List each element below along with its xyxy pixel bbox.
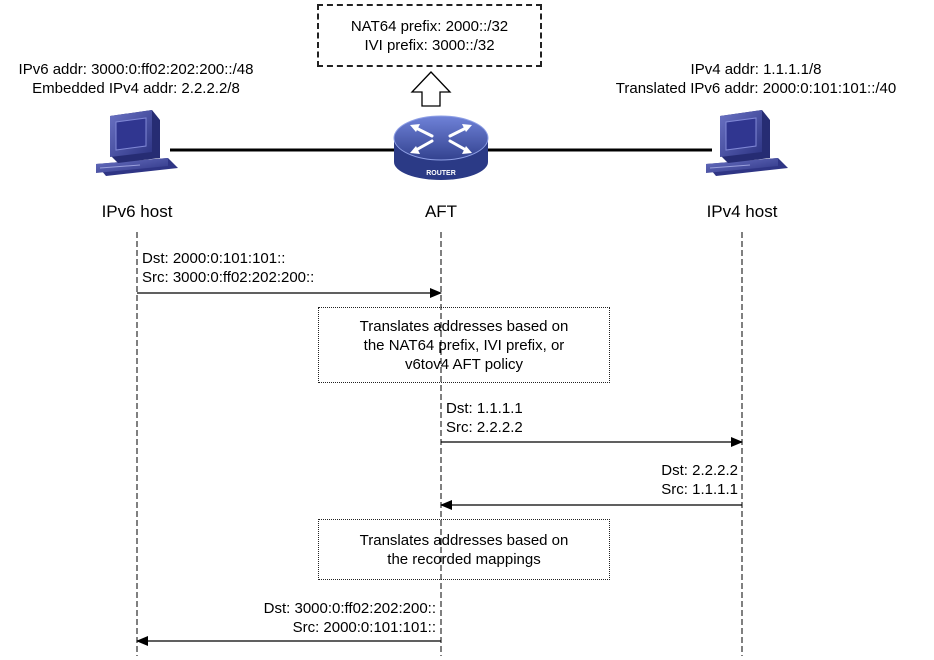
note-1-line-3: v6tov4 AFT policy (404, 355, 524, 373)
message-1-label: Dst: 2000:0:101:101:: Src: 3000:0:ff02:2… (142, 249, 314, 287)
prefix-box: NAT64 prefix: 2000::/32 IVI prefix: 3000… (317, 4, 542, 67)
message-2-dst: Dst: 1.1.1.1 (446, 400, 523, 417)
ipv6-host-address-block: IPv6 addr: 3000:0:ff02:202:200::/48 Embe… (0, 60, 272, 98)
message-4-label: Dst: 3000:0:ff02:202:200:: Src: 2000:0:1… (180, 599, 436, 637)
translated-ipv6-addr-text: Translated IPv6 addr: 2000:0:101:101::/4… (615, 80, 897, 97)
message-2-src: Src: 2.2.2.2 (446, 419, 523, 436)
ivi-prefix-text: IVI prefix: 3000::/32 (364, 36, 495, 54)
message-4-dst: Dst: 3000:0:ff02:202:200:: (263, 600, 436, 617)
up-arrow-icon (410, 71, 452, 107)
translation-note-2: Translates addresses based on the record… (318, 519, 610, 580)
note-1-line-1: Translates addresses based on (359, 317, 569, 335)
ipv4-host-address-block: IPv4 addr: 1.1.1.1/8 Translated IPv6 add… (580, 60, 932, 98)
ipv4-addr-text: IPv4 addr: 1.1.1.1/8 (690, 61, 822, 78)
note-2-line-1: Translates addresses based on (359, 531, 569, 549)
router-label: ROUTER (426, 170, 456, 177)
message-3-src: Src: 1.1.1.1 (661, 481, 738, 498)
note-2-line-2: the recorded mappings (387, 550, 541, 568)
message-1-src: Src: 3000:0:ff02:202:200:: (142, 269, 315, 286)
message-4-src: Src: 2000:0:101:101:: (292, 619, 436, 636)
message-3-label: Dst: 2.2.2.2 Src: 1.1.1.1 (580, 461, 738, 499)
note-1-line-2: the NAT64 prefix, IVI prefix, or (363, 336, 565, 354)
translation-note-1: Translates addresses based on the NAT64 … (318, 307, 610, 383)
router-icon: ROUTER (393, 115, 489, 180)
ipv6-host-icon (96, 110, 178, 176)
message-2-label: Dst: 1.1.1.1 Src: 2.2.2.2 (446, 399, 523, 437)
message-3-dst: Dst: 2.2.2.2 (661, 462, 738, 479)
ipv6-host-label: IPv6 host (101, 202, 173, 221)
ipv6-addr-text: IPv6 addr: 3000:0:ff02:202:200::/48 (18, 61, 254, 78)
embedded-ipv4-addr-text: Embedded IPv4 addr: 2.2.2.2/8 (32, 80, 240, 97)
ipv4-host-icon (706, 110, 788, 176)
ipv4-host-label: IPv4 host (706, 202, 778, 221)
nat64-prefix-text: NAT64 prefix: 2000::/32 (350, 17, 509, 35)
aft-label: AFT (424, 202, 458, 221)
message-1-dst: Dst: 2000:0:101:101:: (142, 250, 286, 267)
